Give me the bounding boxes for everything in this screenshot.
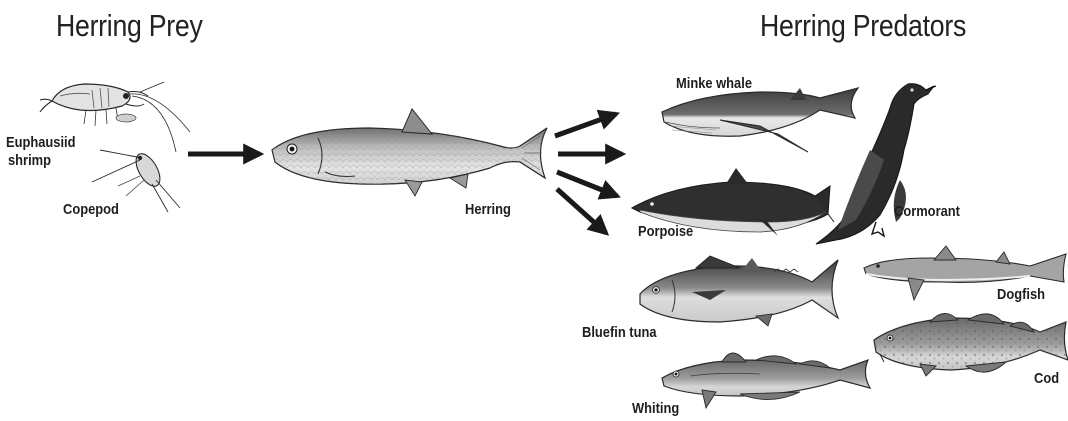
arrow-to-porpoise (557, 172, 617, 196)
herring-label: Herring (465, 201, 511, 218)
whiting-label: Whiting (632, 400, 679, 417)
bluefin-tuna-label: Bluefin tuna (582, 324, 657, 341)
whiting-illustration (662, 353, 870, 408)
dogfish-label: Dogfish (997, 286, 1045, 303)
euphausiid-label-line2: shrimp (8, 152, 51, 169)
bluefin-tuna-illustration (640, 256, 838, 326)
cod-label: Cod (1034, 370, 1059, 387)
herring-to-predator-arrows (555, 114, 622, 233)
arrow-to-minke-whale (555, 114, 616, 136)
cod-illustration (874, 313, 1068, 376)
porpoise-label: Porpoise (638, 223, 693, 240)
minke-whale-label: Minke whale (676, 75, 752, 92)
minke-whale-illustration (662, 88, 858, 152)
arrow-to-lower-predators (557, 189, 606, 233)
euphausiid-label-line1: Euphausiid (6, 134, 76, 151)
cormorant-label: Cormorant (894, 203, 960, 220)
copepod-label: Copepod (63, 201, 119, 218)
herring-illustration (272, 109, 547, 196)
